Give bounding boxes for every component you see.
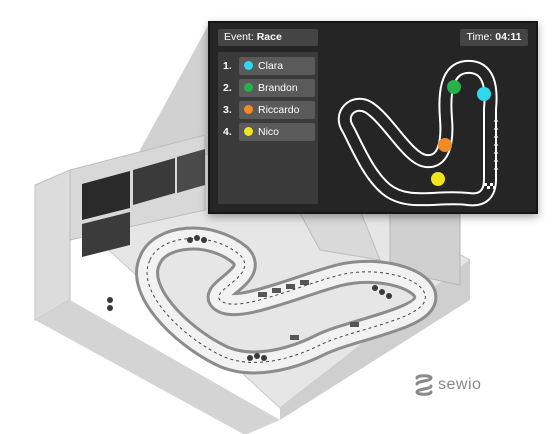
racer-chip: Brandon [239, 79, 315, 97]
finish-line-icon [484, 183, 496, 189]
leaderboard-row-4: 4. Nico [218, 123, 318, 141]
racer-color-dot [244, 83, 253, 92]
track-map-outline [337, 59, 498, 207]
track-map [337, 59, 498, 207]
leaderboard-row-3: 3. Riccardo [218, 101, 318, 119]
position-number: 1. [223, 60, 232, 72]
time-value: 04:11 [495, 31, 522, 43]
racer-color-dot [244, 105, 253, 114]
wall-screen-2 [133, 158, 175, 205]
racer-marker-clara [477, 87, 491, 101]
racer-marker-brandon [447, 80, 461, 94]
kart [272, 288, 281, 293]
event-box: Event: Race [218, 29, 318, 46]
position-number: 2. [223, 82, 232, 94]
wall-screen-3 [177, 149, 205, 193]
event-name: Race [256, 31, 282, 43]
racer-chip: Riccardo [239, 101, 315, 119]
race-dashboard-panel: Event: Race Time: 04:11 1. Clara 2. Bran… [208, 21, 538, 214]
racer-chip: Nico [239, 123, 315, 141]
venue-track-surface [138, 229, 435, 372]
kart [290, 335, 299, 340]
racer-chip: Clara [239, 57, 315, 75]
track-map-ticks [494, 120, 498, 170]
racer-name: Brandon [258, 82, 298, 94]
racer-color-dot [244, 61, 253, 70]
kart [258, 292, 267, 297]
leaderboard: 1. Clara 2. Brandon 3. Riccardo 4. [218, 52, 318, 204]
kart [300, 280, 309, 285]
time-label: Time: [466, 31, 493, 43]
racer-name: Riccardo [258, 104, 300, 116]
right-wall [280, 215, 470, 420]
sewio-logo-icon [415, 374, 433, 396]
wall-screen-4 [82, 212, 130, 257]
racer-color-dot [244, 127, 253, 136]
leaderboard-row-1: 1. Clara [218, 57, 318, 75]
kart [286, 284, 295, 289]
racer-name: Nico [258, 126, 280, 138]
wall-screen-main [82, 171, 130, 220]
track-map-road [339, 61, 496, 205]
racer-name: Clara [258, 60, 284, 72]
position-number: 4. [223, 126, 232, 138]
position-number: 3. [223, 104, 232, 116]
left-wall [34, 169, 71, 321]
sewio-logo: sewio [414, 374, 524, 398]
logo-text: sewio [438, 376, 482, 393]
event-label: Event: [224, 31, 254, 43]
kart [350, 322, 359, 327]
racer-marker-riccardo [438, 138, 452, 152]
tire-stacks [107, 235, 392, 361]
left-wall-front [35, 300, 280, 434]
racer-marker-nico [431, 172, 445, 186]
time-box: Time: 04:11 [460, 29, 528, 46]
leaderboard-row-2: 2. Brandon [218, 79, 318, 97]
